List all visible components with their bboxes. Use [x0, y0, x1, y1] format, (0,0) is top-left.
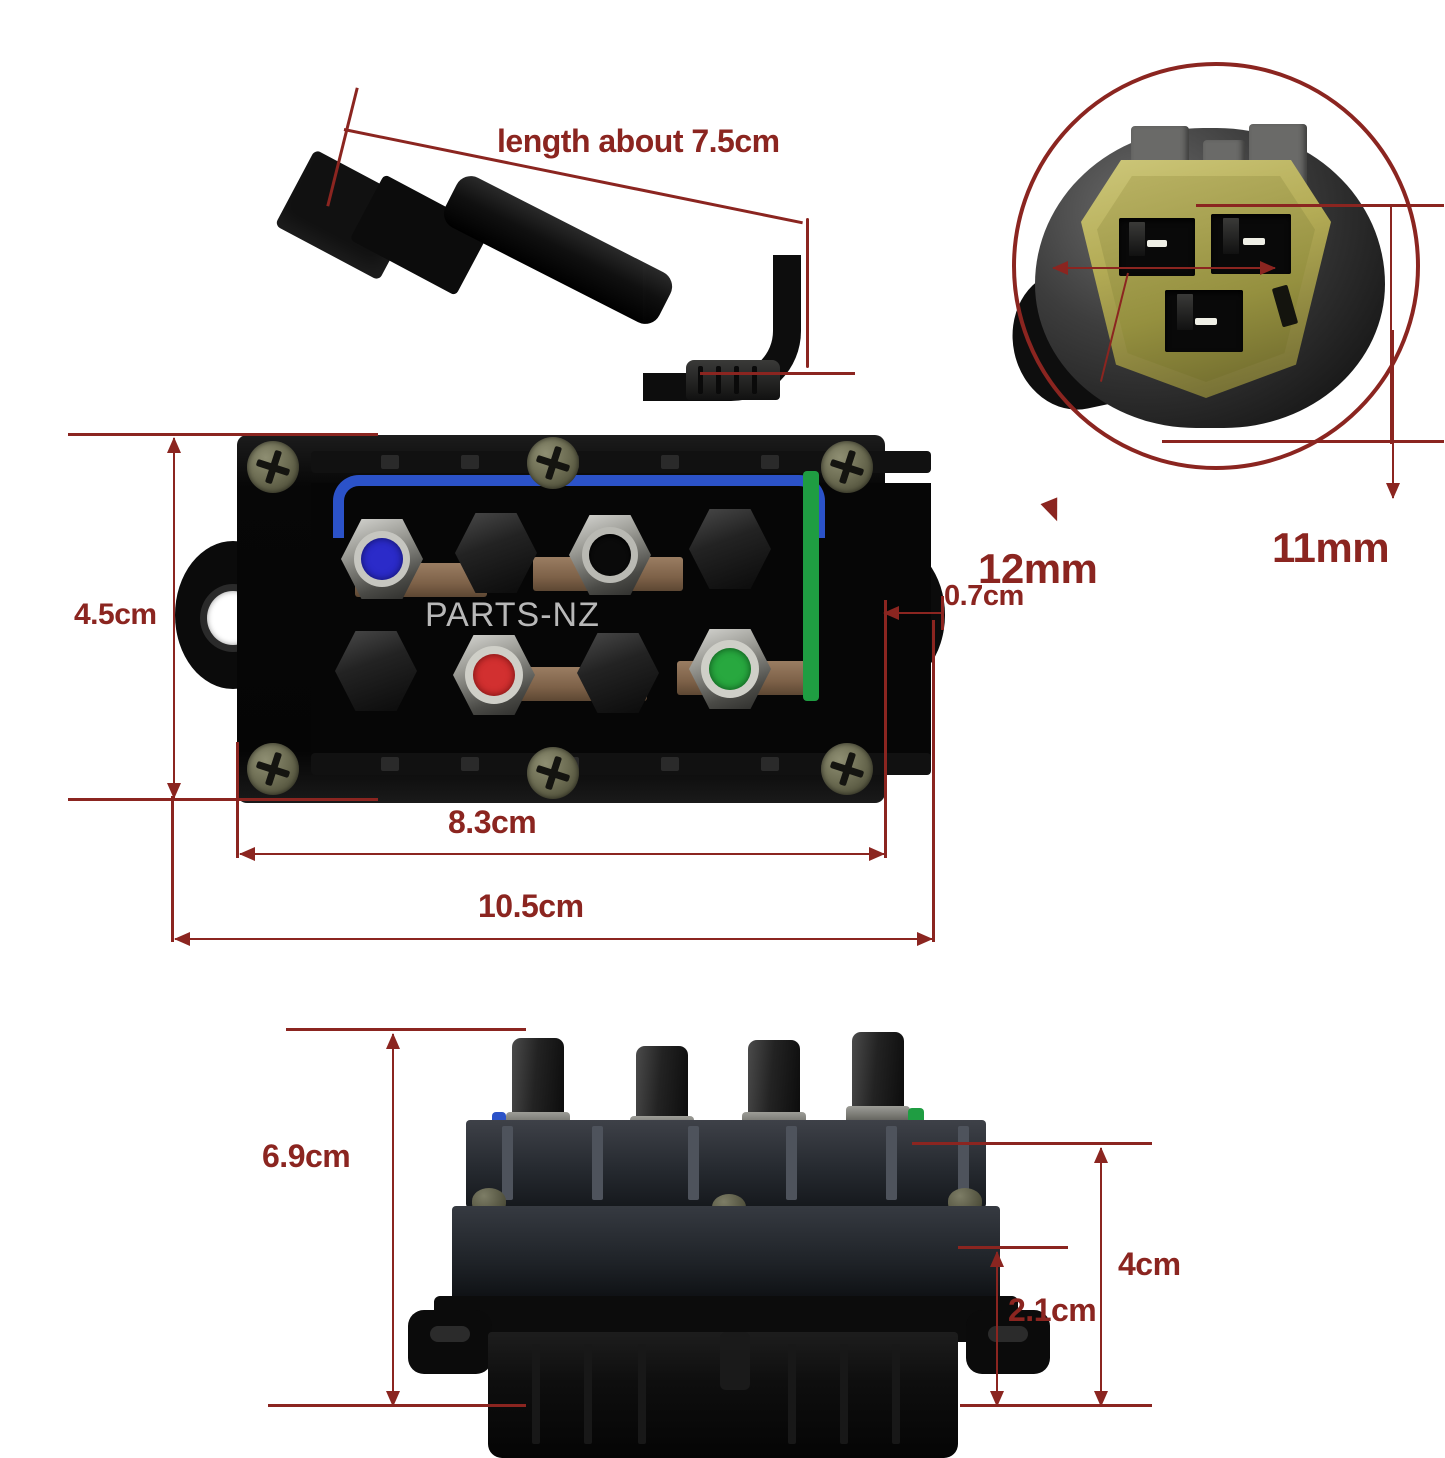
relay-housing	[237, 435, 931, 803]
housing-latch	[720, 1332, 750, 1390]
terminal-nut	[577, 633, 659, 713]
hole-dim-line	[883, 606, 944, 620]
housing-screw	[821, 743, 873, 795]
hole-ext-left	[884, 600, 887, 626]
terminal-marker-blue	[361, 538, 403, 580]
side-lower-ext-bottom	[960, 1404, 1152, 1407]
conn-height-dim-line	[1386, 330, 1400, 499]
housing-screw	[527, 747, 579, 799]
side-lower-ext-top	[912, 1142, 1152, 1145]
side-height-dim-line	[386, 1033, 400, 1407]
blue-wire	[333, 475, 825, 538]
hole-ext-right	[941, 596, 944, 630]
cable-view	[274, 149, 828, 401]
relay-mid-housing	[452, 1206, 1000, 1302]
terminal-nut	[689, 629, 771, 709]
relay-side-view	[400, 960, 1060, 1458]
side-height-ext-top	[286, 1028, 526, 1031]
height-label: 4.5cm	[74, 598, 157, 631]
side-height-label: 6.9cm	[262, 1138, 351, 1174]
green-wire	[803, 471, 819, 701]
width-outer-label: 10.5cm	[478, 888, 584, 924]
side-lower-dim-line	[1094, 1147, 1108, 1407]
housing-screw	[247, 743, 299, 795]
pin-span-dim-line	[1052, 261, 1276, 275]
mount-ear-slot-left	[430, 1326, 470, 1342]
side-lower-label: 4cm	[1118, 1246, 1181, 1282]
housing-screw	[821, 441, 873, 493]
width-inner-ext-right	[884, 620, 887, 858]
pin-span-leader-head	[1040, 497, 1066, 525]
mount-ear-right	[966, 1310, 1050, 1374]
height-ext-top	[68, 433, 378, 436]
cable-boot	[686, 360, 780, 400]
cable-dim-drop	[806, 218, 809, 368]
pin-span-label: 12mm	[978, 545, 1098, 592]
conn-height-label: 11mm	[1272, 524, 1390, 571]
terminal-nut	[569, 515, 651, 595]
cable-dim-foot	[700, 372, 855, 375]
side-foot-dim-line	[990, 1251, 1004, 1407]
terminal-post	[512, 1038, 564, 1122]
detail-circle	[1012, 62, 1420, 470]
height-dim-line	[167, 437, 181, 799]
width-inner-dim-line	[239, 847, 885, 861]
conn-height-ext-bottom	[1162, 440, 1444, 443]
terminal-marker-green	[709, 648, 751, 690]
housing-screw	[247, 441, 299, 493]
conn-height-rail	[1390, 204, 1392, 444]
width-outer-ext-right	[932, 620, 935, 942]
side-foot-ext-top	[958, 1246, 1068, 1249]
terminal-post	[852, 1032, 904, 1116]
width-outer-ext-left	[171, 796, 174, 942]
width-outer-dim-line	[174, 932, 933, 946]
relay-front-view	[175, 435, 945, 805]
housing-screw	[527, 437, 579, 489]
cable-length-label: length about 7.5cm	[497, 123, 780, 159]
mount-ear-slot-right	[988, 1326, 1028, 1342]
conn-height-ext-top	[1196, 204, 1444, 207]
terminal-post	[748, 1040, 800, 1124]
mount-ear-left	[408, 1310, 492, 1374]
width-inner-label: 8.3cm	[448, 804, 537, 840]
terminal-marker	[589, 534, 631, 576]
hole-label: 0.7cm	[944, 580, 1024, 612]
height-ext-bottom	[68, 798, 378, 801]
relay-upper-housing	[466, 1120, 986, 1208]
width-inner-ext-left	[236, 742, 239, 858]
side-foot-label: 2.1cm	[1008, 1292, 1097, 1328]
housing-lip-top	[311, 451, 931, 473]
terminal-nut	[689, 509, 771, 589]
terminal-marker-red	[473, 654, 515, 696]
